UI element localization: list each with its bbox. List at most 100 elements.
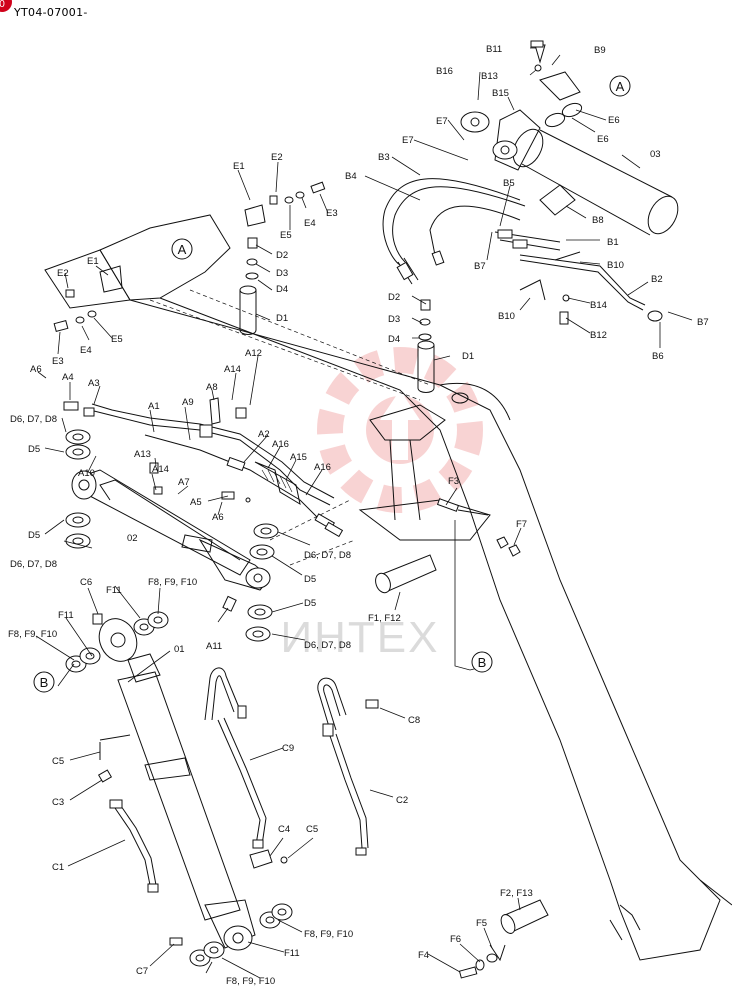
part-label: E4 [80, 345, 92, 356]
part-label: A12 [245, 348, 262, 359]
part-label: D5 [304, 598, 316, 609]
part-label: A16 [314, 462, 331, 473]
arm-cylinder-03 [460, 40, 679, 236]
part-label: A9 [182, 397, 194, 408]
part-label: F11 [106, 585, 122, 596]
callout-b-left: B [40, 675, 49, 690]
callout-b-right: B [478, 655, 487, 670]
callout-circles [33, 75, 631, 693]
washers-d [65, 429, 279, 642]
part-label: E6 [597, 134, 609, 145]
leader-lines [35, 47, 693, 979]
part-label: 01 [174, 644, 185, 655]
part-label: 03 [650, 149, 661, 160]
part-label: A14 [224, 364, 241, 375]
part-label: D5 [304, 574, 316, 585]
part-label: B7 [697, 317, 709, 328]
part-label: A8 [206, 382, 218, 393]
part-label: B13 [481, 71, 498, 82]
part-label: B9 [594, 45, 606, 56]
part-label: B11 [486, 44, 502, 55]
part-label: F1, F12 [368, 613, 401, 624]
part-label: C9 [282, 743, 294, 754]
washers-f [65, 611, 293, 967]
part-label: E3 [326, 208, 338, 219]
part-label: A16 [272, 439, 289, 450]
part-label: C5 [306, 824, 318, 835]
drawing-code: YT04-07001- [14, 6, 88, 19]
part-label: A6 [212, 512, 224, 523]
part-label: B1 [607, 237, 619, 248]
part-label: B3 [378, 152, 390, 163]
part-label: E5 [280, 230, 292, 241]
part-label: A3 [88, 378, 100, 389]
part-label: D5 [28, 444, 40, 455]
part-label: B14 [590, 300, 607, 311]
part-label: E3 [52, 356, 64, 367]
part-label: B5 [503, 178, 515, 189]
part-label: F11 [284, 948, 300, 959]
part-label: B15 [492, 88, 509, 99]
part-label: D6, D7, D8 [10, 414, 57, 425]
part-label: D6, D7, D8 [304, 550, 351, 561]
part-label: B6 [652, 351, 664, 362]
part-label: E2 [271, 152, 283, 163]
part-label: A4 [62, 372, 74, 383]
part-label: E7 [402, 135, 414, 146]
bucket-cylinder-02 [71, 469, 271, 612]
part-label: F3 [448, 476, 459, 487]
part-label: A13 [134, 449, 151, 460]
part-label: E7 [436, 116, 448, 127]
boom-outline [44, 214, 732, 961]
part-label: B16 [436, 66, 453, 77]
part-label: C5 [52, 756, 64, 767]
watermark-text: ИНТЕХ [281, 613, 440, 662]
part-label: A15 [290, 452, 307, 463]
hoses-a [63, 397, 344, 538]
part-label: D4 [388, 334, 400, 345]
part-label: F11 [58, 610, 74, 621]
corner-badge: 0 [0, 0, 12, 12]
part-label: F7 [516, 519, 527, 530]
part-label: C7 [136, 966, 148, 977]
callout-a-right: A [616, 79, 625, 94]
pins-d-e [53, 181, 435, 393]
part-label: D2 [276, 250, 288, 261]
part-label: C8 [408, 715, 420, 726]
part-label: D3 [388, 314, 400, 325]
part-label: B4 [345, 171, 357, 182]
part-label: E5 [111, 334, 123, 345]
part-label: F4 [418, 950, 429, 961]
part-label: D6, D7, D8 [10, 559, 57, 570]
pipes-c [109, 667, 379, 893]
part-label: F5 [476, 918, 487, 929]
part-label: D5 [28, 530, 40, 541]
part-label: B8 [592, 215, 604, 226]
part-label: D1 [462, 351, 474, 362]
part-label: F8, F9, F10 [148, 577, 197, 588]
part-label: D1 [276, 313, 288, 324]
part-label: D3 [276, 268, 288, 279]
part-labels: B11 B9 B13 B16 B15 E7 E6 E6 E7 03 B3 B4 … [8, 44, 709, 987]
part-label: C3 [52, 797, 64, 808]
part-label: C6 [80, 577, 92, 588]
part-label: A2 [258, 429, 270, 440]
part-label: B10 [607, 260, 624, 271]
part-label: C4 [278, 824, 290, 835]
part-label: E1 [233, 161, 245, 172]
part-label: C1 [52, 862, 64, 873]
part-label: D6, D7, D8 [304, 640, 351, 651]
part-label: E2 [57, 268, 69, 279]
part-label: A11 [206, 641, 222, 652]
part-label: A14 [152, 464, 169, 475]
callout-a-left: A [178, 242, 187, 257]
watermark-logo [317, 347, 483, 513]
boom-pin-f [375, 498, 549, 979]
part-label: B12 [590, 330, 607, 341]
part-label: C2 [396, 795, 408, 806]
part-label: D2 [388, 292, 400, 303]
part-label: B10 [498, 311, 515, 322]
part-label: B2 [651, 274, 663, 285]
part-label: A10 [78, 468, 95, 479]
